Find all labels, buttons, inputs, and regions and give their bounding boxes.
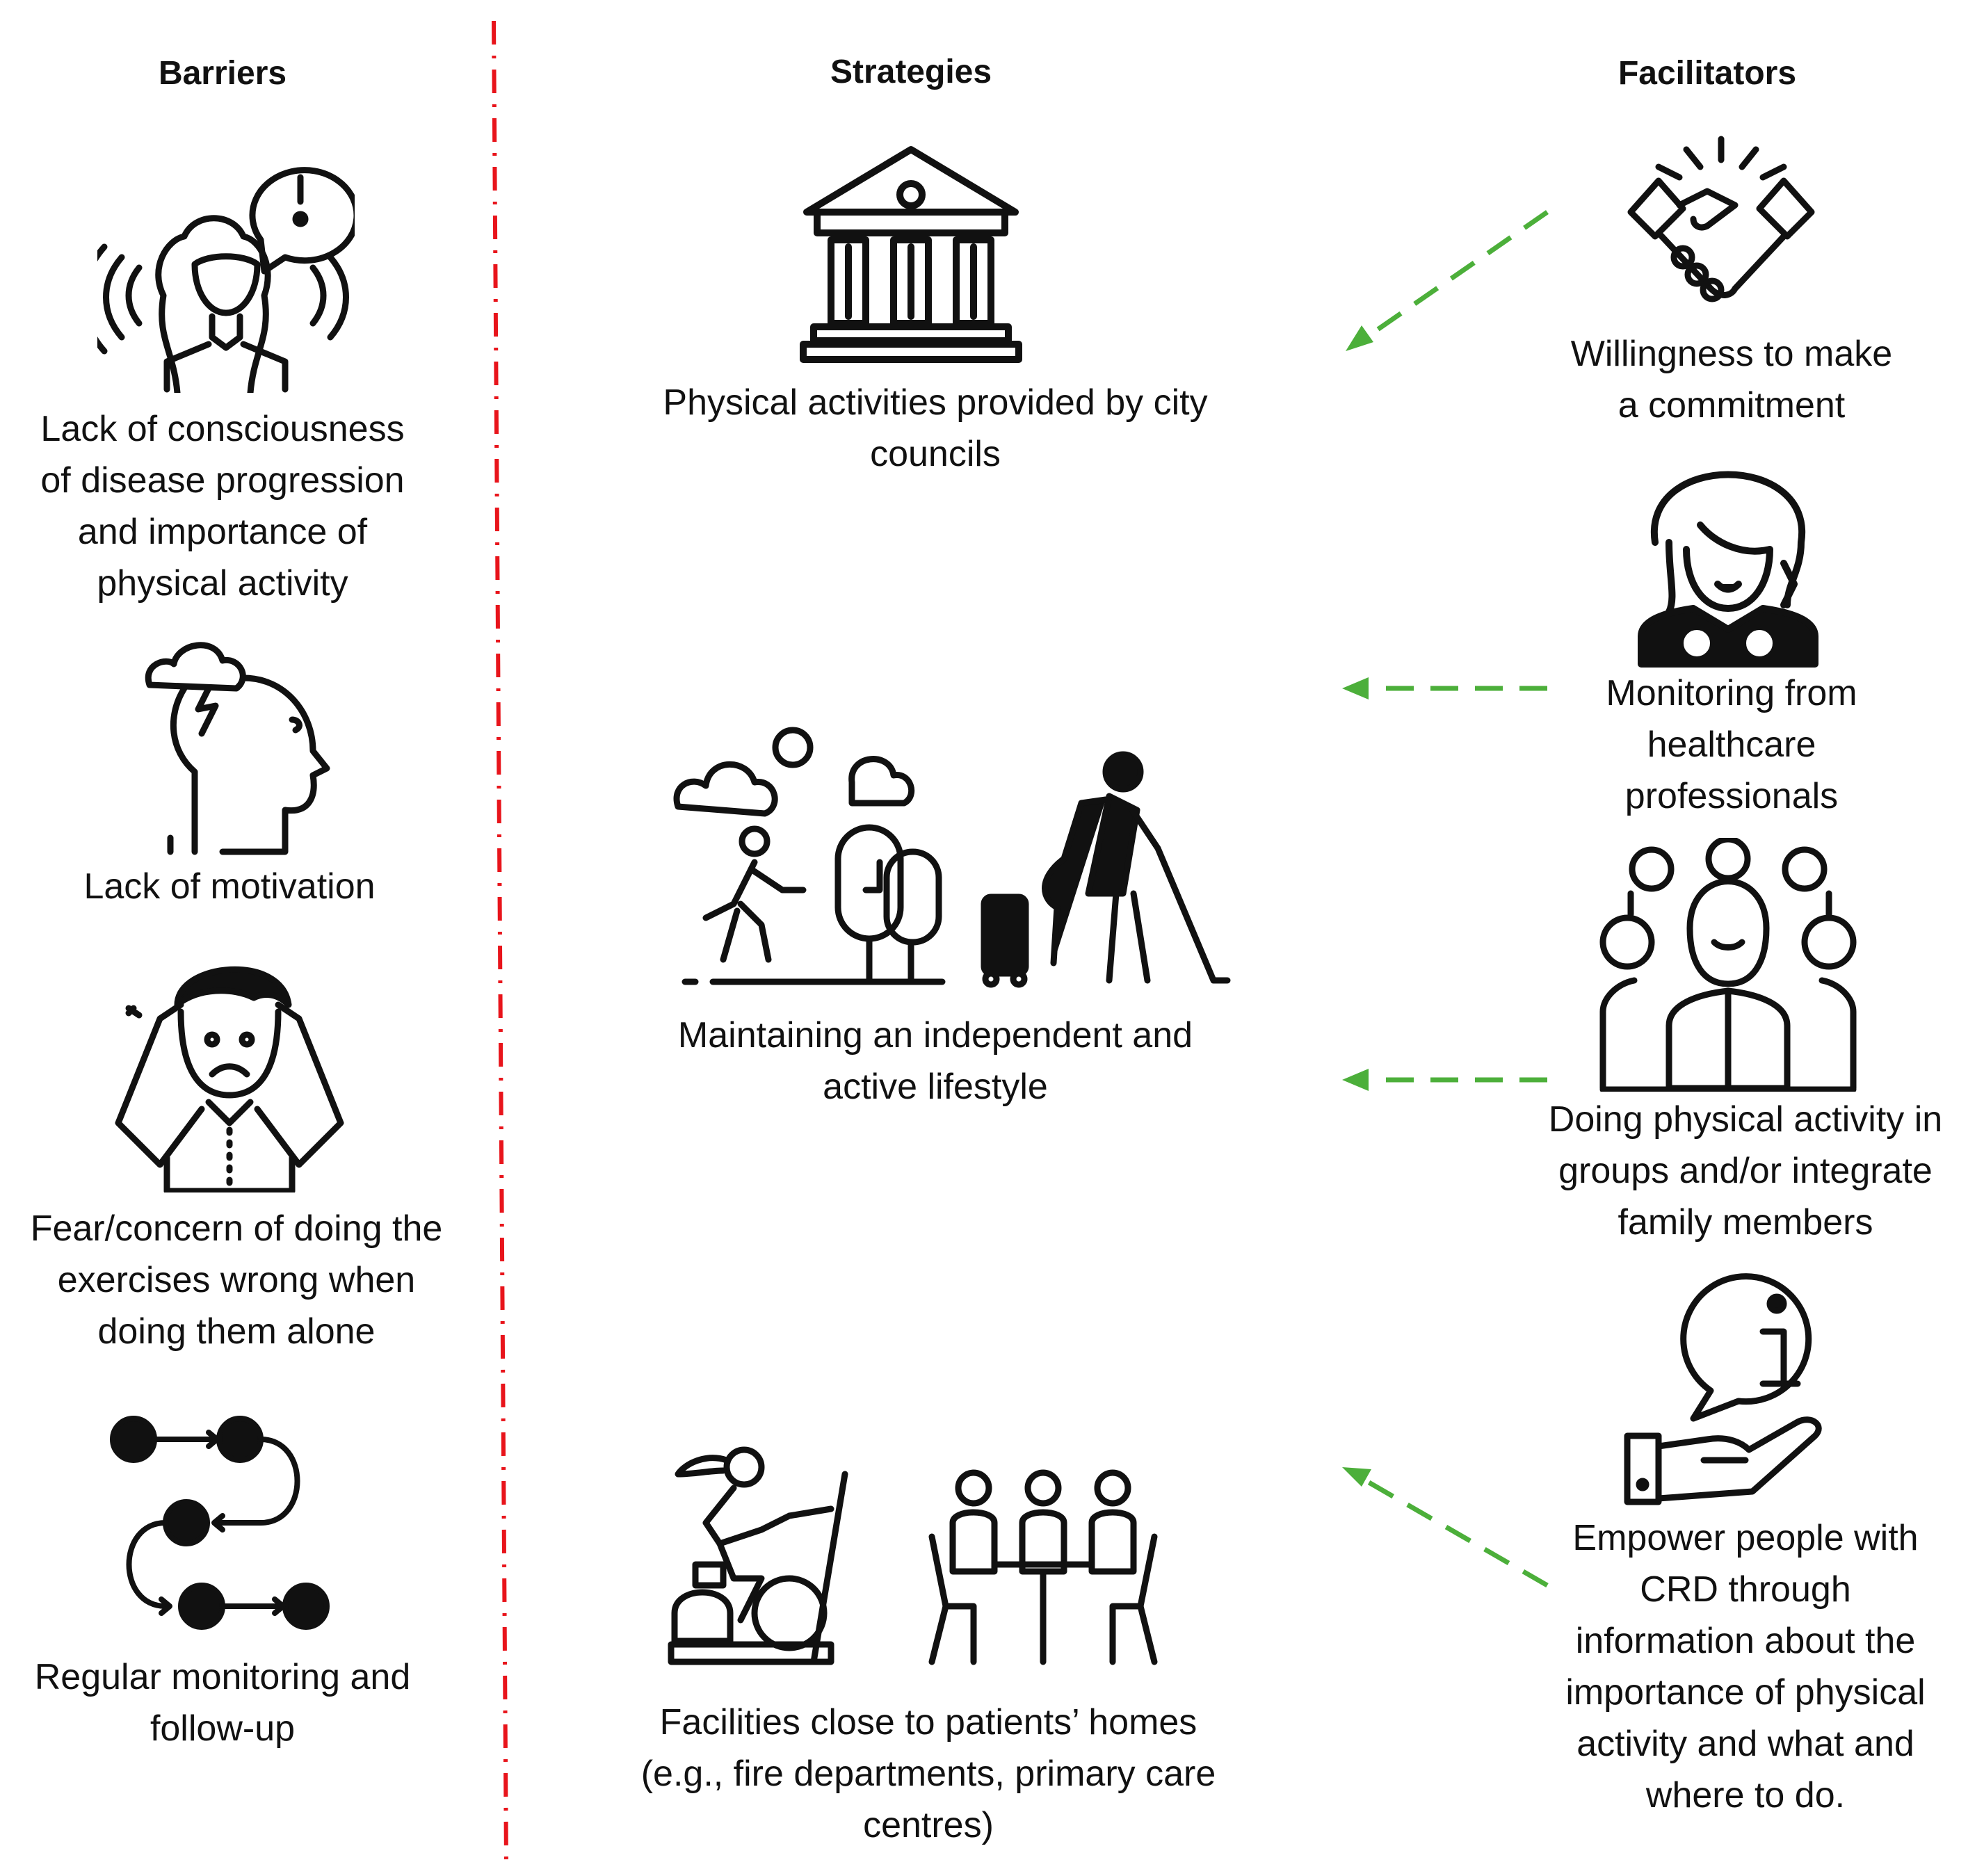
barrier-caption-motivation: Lack of motivation (83, 866, 376, 907)
doctor-icon (1634, 466, 1822, 668)
city-hall-icon (800, 143, 1022, 365)
strategies-heading: Strategies (830, 54, 992, 90)
group-icon (1599, 838, 1857, 1092)
process-steps-icon (104, 1415, 341, 1631)
barrier-caption-monitoring: Regular monitoring and follow-up (34, 1657, 411, 1749)
arrow-groups (1342, 1069, 1547, 1091)
barrier-caption-fear: Fear/concern of doing the exercises wron… (30, 1208, 443, 1352)
facilitator-caption-commitment: Willingness to make a commitment (1570, 334, 1893, 426)
barriers-heading: Barriers (158, 55, 287, 92)
arrow-commitment (1346, 210, 1549, 351)
fitness-facility-icon (668, 1439, 1168, 1669)
storm-head-icon (143, 636, 330, 855)
barrier-strategy-divider (492, 20, 508, 1864)
facilitator-caption-healthcare: Monitoring from healthcare professionals (1606, 673, 1857, 816)
strategy-caption-facilities: Facilities close to patients’ homes (e.g… (640, 1702, 1216, 1845)
strategy-caption-independent: Maintaining an independent and active li… (677, 1015, 1193, 1107)
strategy-caption-city-councils: Physical activities provided by city cou… (663, 382, 1208, 474)
worried-woman-icon (97, 143, 355, 393)
barrier-caption-consciousness: Lack of consciousness of disease progres… (40, 409, 405, 604)
facilitators-heading: Facilitators (1618, 55, 1797, 92)
facilitator-caption-groups: Doing physical activity in groups and/or… (1548, 1099, 1943, 1243)
arrow-empower (1342, 1467, 1549, 1588)
facilitator-caption-empower: Empower people with CRD through informat… (1565, 1518, 1926, 1816)
facilitator-arrows (1342, 210, 1549, 1588)
handshake-icon (1627, 136, 1815, 316)
arrow-monitoring (1342, 677, 1547, 700)
stressed-man-icon (111, 949, 348, 1192)
outdoor-activity-icon (671, 723, 1234, 994)
information-hand-icon (1620, 1272, 1857, 1509)
